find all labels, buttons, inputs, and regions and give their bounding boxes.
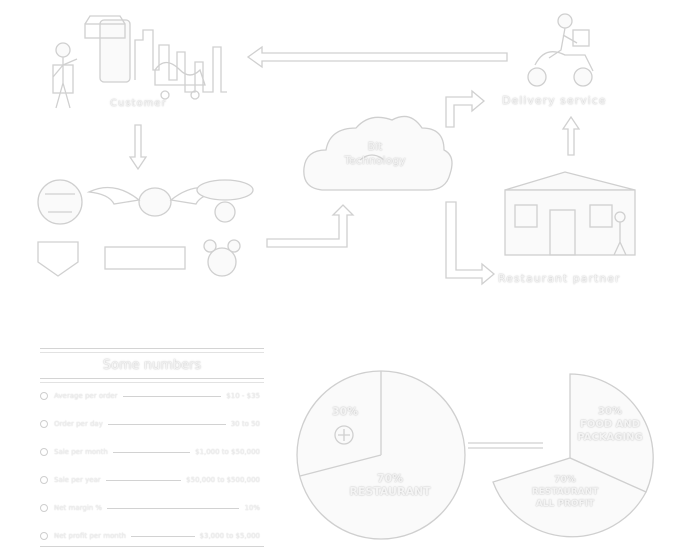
pie-right-top-line3: PACKAGING xyxy=(577,432,643,443)
cloud-label-line1: Bit xyxy=(367,140,383,153)
pie-right-bottom-line3: ALL PROFIT xyxy=(535,499,595,509)
cloud-icon xyxy=(303,115,453,191)
bullet-icon xyxy=(40,504,48,512)
numbers-row-label: Net margin % xyxy=(54,504,103,512)
numbers-top-rule xyxy=(40,348,264,353)
pie-right-bottom-label: 70% RESTAURANT ALL PROFIT xyxy=(525,474,605,510)
bullet-icon xyxy=(40,476,48,484)
numbers-row-label: Sale per year xyxy=(54,476,101,484)
numbers-row-value: 30 to 50 xyxy=(230,420,260,428)
up-arrow-icon xyxy=(561,115,581,156)
customer-label: Customer xyxy=(110,98,167,109)
numbers-title-rule xyxy=(40,378,264,383)
cloud-label-line2: Technology xyxy=(344,154,406,167)
pie-left-small-label: 30% xyxy=(331,405,359,418)
restaurant-illustration xyxy=(504,171,636,256)
numbers-title: Some numbers xyxy=(102,358,202,373)
numbers-row-value: $10 - $35 xyxy=(226,392,260,400)
numbers-row: Sale per year $50,000 to $500,000 xyxy=(40,476,260,484)
pie-right-bottom-line1: 70% xyxy=(554,475,576,485)
numbers-row-value: $3,000 to $5,000 xyxy=(199,532,260,540)
cloud-label: Bit Technology xyxy=(320,140,430,168)
bullet-icon xyxy=(40,392,48,400)
pie-right-top-line2: FOOD AND xyxy=(579,419,641,430)
up-right-arrow-icon xyxy=(445,89,486,128)
right-up-arrow-icon xyxy=(266,204,355,248)
leader-line xyxy=(107,423,226,425)
delivery-label: Delivery service xyxy=(502,94,607,107)
numbers-row: Net margin % 10% xyxy=(40,504,260,512)
bullet-icon xyxy=(40,532,48,540)
pie-right-top-line1: 30% xyxy=(598,406,622,417)
bullet-icon xyxy=(40,420,48,428)
numbers-row-label: Net profit per month xyxy=(54,532,126,540)
numbers-row-value: $50,000 to $500,000 xyxy=(186,476,260,484)
leader-line xyxy=(105,479,182,481)
pie-left xyxy=(296,370,466,540)
down-arrow-icon xyxy=(128,124,148,171)
pie-right xyxy=(492,373,654,538)
numbers-bottom-rule xyxy=(40,546,264,547)
restaurant-logos xyxy=(37,179,254,277)
leader-line xyxy=(112,451,191,453)
numbers-row-value: $1,000 to $50,000 xyxy=(195,448,260,456)
bullet-icon xyxy=(40,448,48,456)
pie-left-small-icon xyxy=(334,425,354,445)
leader-line xyxy=(130,535,195,537)
numbers-row-label: Sale per month xyxy=(54,448,108,456)
numbers-row: Average per order $10 - $35 xyxy=(40,392,260,400)
numbers-row: Order per day 30 to 50 xyxy=(40,420,260,428)
delivery-scooter-illustration xyxy=(527,13,594,87)
left-arrow-icon xyxy=(246,45,508,69)
pie-right-bottom-line2: RESTAURANT xyxy=(531,487,599,497)
leader-line xyxy=(122,395,222,397)
pie-connector xyxy=(468,442,543,449)
numbers-row: Net profit per month $3,000 to $5,000 xyxy=(40,532,260,540)
leader-line xyxy=(107,507,240,509)
customer-illustration xyxy=(52,15,227,109)
numbers-row-label: Average per order xyxy=(54,392,118,400)
pie-left-big-line2: RESTAURANT xyxy=(349,485,431,498)
restaurant-label: Restaurant partner xyxy=(498,272,621,285)
numbers-row-value: 10% xyxy=(244,504,260,512)
pie-left-big-line1: 70% xyxy=(376,472,404,485)
pie-left-big-label: 70% RESTAURANT xyxy=(330,472,450,498)
numbers-row-label: Order per day xyxy=(54,420,103,428)
numbers-row: Sale per month $1,000 to $50,000 xyxy=(40,448,260,456)
pie-right-top-label: 30% FOOD AND PACKAGING xyxy=(570,405,650,444)
down-right-arrow-icon xyxy=(445,201,496,286)
